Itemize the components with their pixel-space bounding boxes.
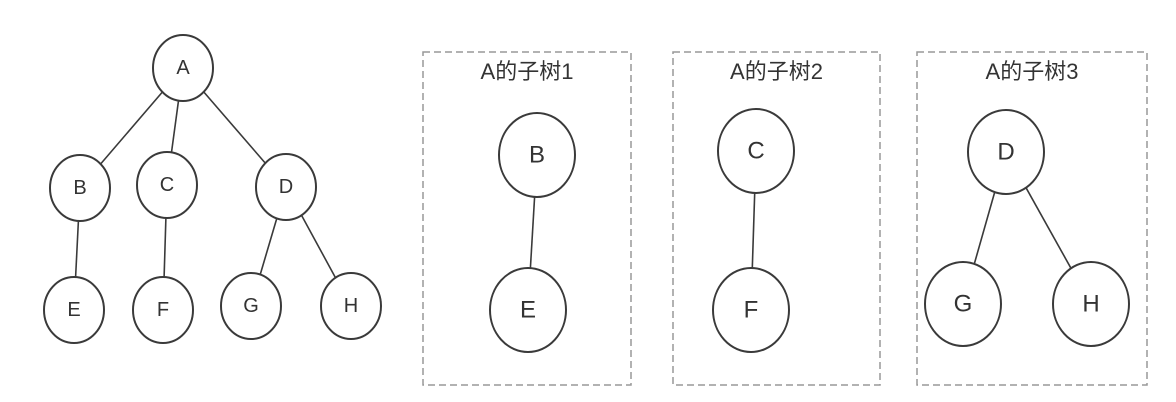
subtree-1-node-E (489, 267, 567, 353)
main-tree-edge-C-F (163, 217, 167, 278)
main-tree-edge-A-D (203, 91, 266, 164)
main-tree-node-C (136, 151, 198, 219)
main-tree-node-label-B: B (73, 177, 86, 199)
main-tree-node-A (152, 34, 214, 102)
subtree-box-3 (916, 51, 1148, 386)
subtree-3-edge-D-G (973, 191, 996, 265)
subtree-3-node-D (967, 109, 1045, 195)
subtree-1-edge-B-E (529, 196, 536, 269)
subtree-1-node-label-B: B (529, 142, 545, 169)
subtree-title-3: A的子树3 (986, 59, 1079, 84)
subtree-3-node-label-D: D (997, 139, 1014, 166)
subtree-2-node-F (712, 267, 790, 353)
subtree-1-node-B (498, 112, 576, 198)
subtree-2-edge-C-F (751, 192, 756, 269)
subtree-3-node-H (1052, 261, 1130, 347)
subtree-2-node-label-C: C (747, 138, 764, 165)
main-tree-edge-A-C (170, 100, 180, 153)
main-tree-node-label-E: E (67, 299, 80, 321)
main-tree-edge-D-H (300, 214, 337, 279)
main-tree-edge-B-E (74, 220, 80, 278)
subtree-3-node-label-H: H (1082, 291, 1099, 318)
subtree-title-1: A的子树1 (481, 59, 574, 84)
main-tree-node-label-H: H (344, 295, 358, 317)
main-tree-edge-A-B (99, 91, 164, 165)
main-tree-node-G (220, 272, 282, 340)
subtree-box-2 (672, 51, 881, 386)
main-tree-node-H (320, 272, 382, 340)
subtree-2-node-label-F: F (744, 297, 759, 324)
main-tree-node-B (49, 154, 111, 222)
subtree-2-node-C (717, 108, 795, 194)
subtree-title-2: A的子树2 (730, 59, 823, 84)
subtree-3-node-G (924, 261, 1002, 347)
subtree-box-1 (422, 51, 632, 386)
subtree-3-edge-D-H (1025, 187, 1072, 269)
main-tree-node-D (255, 153, 317, 221)
subtree-1-node-label-E: E (520, 297, 536, 324)
subtree-3-node-label-G: G (954, 291, 973, 318)
main-tree-node-label-D: D (279, 176, 293, 198)
main-tree-node-label-F: F (157, 299, 169, 321)
main-tree-node-label-C: C (160, 174, 174, 196)
main-tree-node-F (132, 276, 194, 344)
main-tree-edge-D-G (259, 218, 278, 275)
main-tree-node-label-G: G (243, 295, 259, 317)
main-tree-node-label-A: A (176, 57, 190, 79)
main-tree-node-E (43, 276, 105, 344)
